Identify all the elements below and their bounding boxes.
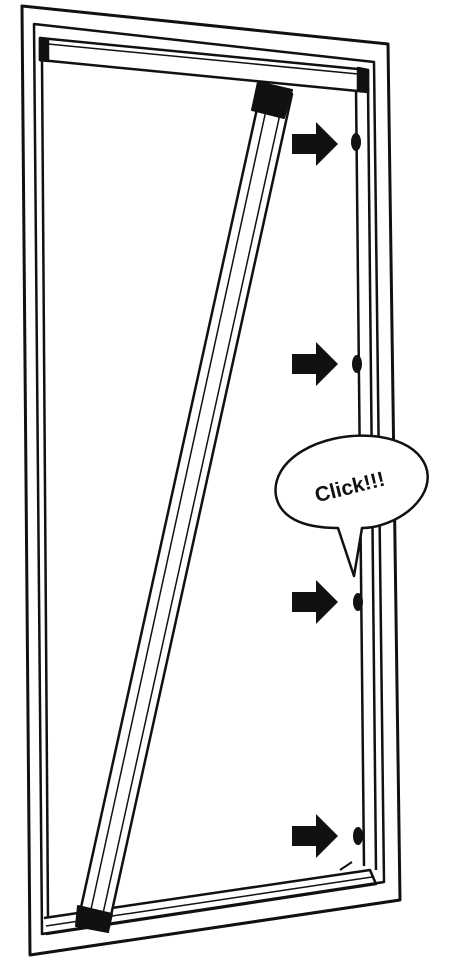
clip-1 (351, 133, 361, 151)
clip-4 (353, 827, 363, 845)
clip-3 (353, 593, 363, 611)
arrows (292, 122, 338, 858)
outer-frame (20, 4, 402, 957)
bar-bottom-cap (75, 905, 113, 933)
arrow-right-icon-2 (292, 342, 338, 386)
clip-2 (352, 355, 362, 373)
arrow-right-icon-1 (292, 122, 338, 166)
left-jamb (40, 59, 50, 919)
inner-frame (32, 22, 386, 936)
diagonal-bar (75, 81, 294, 933)
arrow-right-icon-4 (292, 814, 338, 858)
bar-top-cap (251, 81, 293, 119)
speech-bubble: Click!!! (274, 434, 429, 578)
arrow-right-icon-3 (292, 580, 338, 624)
top-header-bar (38, 36, 370, 94)
clips (351, 133, 363, 845)
